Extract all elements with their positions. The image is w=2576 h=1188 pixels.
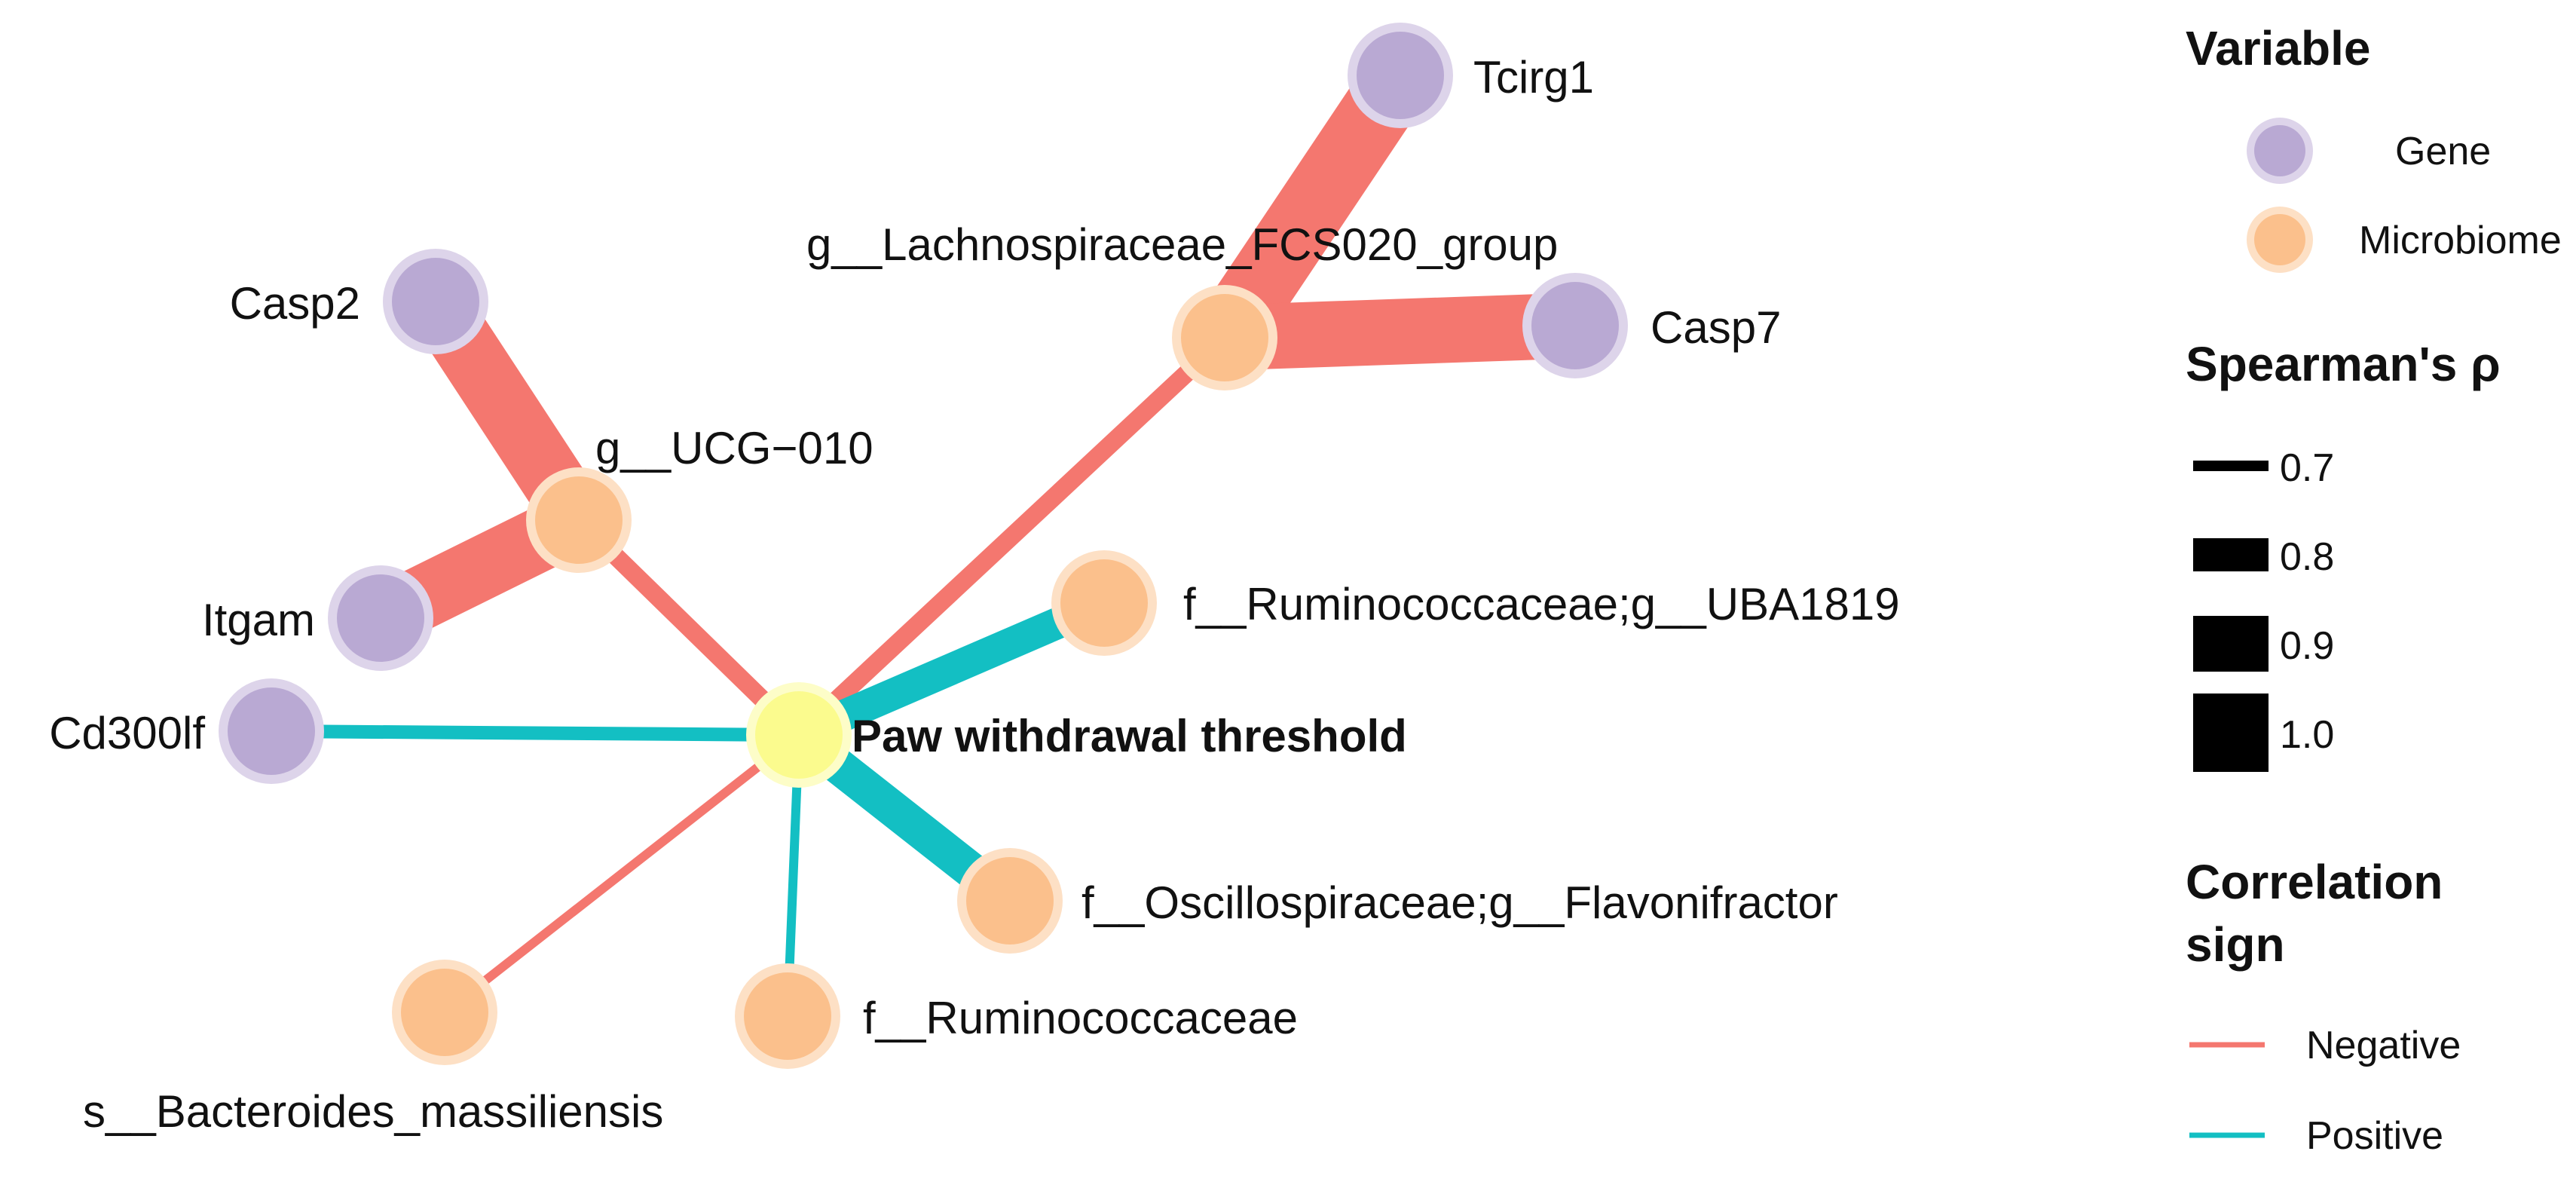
legend-rho-label-3: 1.0 xyxy=(2280,713,2334,757)
node-label-ucg010: g__UCG−010 xyxy=(595,423,873,473)
legend-gene-swatch xyxy=(2254,125,2305,176)
edge-paw-lachno xyxy=(792,331,1231,742)
legend-variable: Variable Gene Microbiome xyxy=(2186,21,2562,273)
node-uba1819 xyxy=(1060,559,1148,647)
node-casp7 xyxy=(1531,282,1619,369)
node-rumino xyxy=(744,972,831,1060)
legend: Variable Gene Microbiome Spearman's ρ 0.… xyxy=(2186,21,2562,1158)
node-label-cd300lf: Cd300lf xyxy=(49,708,205,758)
legend-rho-label-2: 0.9 xyxy=(2280,624,2334,668)
legend-positive-label: Positive xyxy=(2306,1114,2443,1158)
legend-rho-swatch-0 xyxy=(2193,461,2269,471)
node-label-tcirg1: Tcirg1 xyxy=(1473,52,1594,103)
legend-correlation-title-line2: sign xyxy=(2186,917,2285,972)
network-nodes xyxy=(219,23,1628,1069)
node-lachno xyxy=(1181,294,1268,381)
legend-microbiome-swatch xyxy=(2254,214,2305,265)
node-label-casp2: Casp2 xyxy=(230,278,360,329)
node-paw xyxy=(755,691,843,779)
legend-rho-label-0: 0.7 xyxy=(2280,446,2334,490)
node-label-casp7: Casp7 xyxy=(1651,302,1781,353)
node-flavo xyxy=(966,857,1054,945)
legend-rho-swatch-1 xyxy=(2193,538,2269,571)
legend-negative-label: Negative xyxy=(2306,1024,2461,1067)
node-cd300lf xyxy=(228,687,315,775)
edge-paw-bacter xyxy=(442,731,802,1016)
node-label-uba1819: f__Ruminococcaceae;g__UBA1819 xyxy=(1183,579,1900,629)
network-edges xyxy=(271,56,1577,1017)
node-ucg010 xyxy=(535,476,623,564)
legend-variable-title: Variable xyxy=(2186,21,2371,75)
edge-paw-uba1819 xyxy=(792,588,1111,750)
node-casp2 xyxy=(392,258,479,345)
legend-rho-swatches xyxy=(2193,461,2269,772)
node-bacter xyxy=(401,969,488,1056)
legend-correlation-sign: Correlation sign Negative Positive xyxy=(2186,855,2461,1158)
node-label-itgam: Itgam xyxy=(202,595,315,645)
edge-lachno-casp7 xyxy=(1223,292,1577,371)
legend-gene-label: Gene xyxy=(2395,130,2491,173)
legend-correlation-title-line1: Correlation xyxy=(2186,855,2443,909)
node-label-rumino: f__Ruminococcaceae xyxy=(863,993,1298,1043)
edge-paw-cd300lf xyxy=(271,724,800,742)
node-tcirg1 xyxy=(1357,32,1444,119)
legend-rho-swatch-3 xyxy=(2193,694,2269,772)
legend-spearman-title: Spearman's ρ xyxy=(2186,337,2501,391)
legend-rho-label-1: 0.8 xyxy=(2280,535,2334,579)
node-label-flavo: f__Oscillospiraceae;g__Flavonifractor xyxy=(1081,877,1838,928)
node-label-bacter: s__Bacteroides_massiliensis xyxy=(83,1086,663,1137)
node-label-paw: Paw withdrawal threshold xyxy=(852,711,1407,761)
legend-spearman: Spearman's ρ 0.7 0.8 0.9 1.0 xyxy=(2186,337,2501,772)
node-label-lachno: g__Lachnospiraceae_FCS020_group xyxy=(806,219,1558,270)
legend-rho-swatch-2 xyxy=(2193,616,2269,672)
legend-microbiome-label: Microbiome xyxy=(2359,219,2562,262)
node-itgam xyxy=(337,574,424,662)
